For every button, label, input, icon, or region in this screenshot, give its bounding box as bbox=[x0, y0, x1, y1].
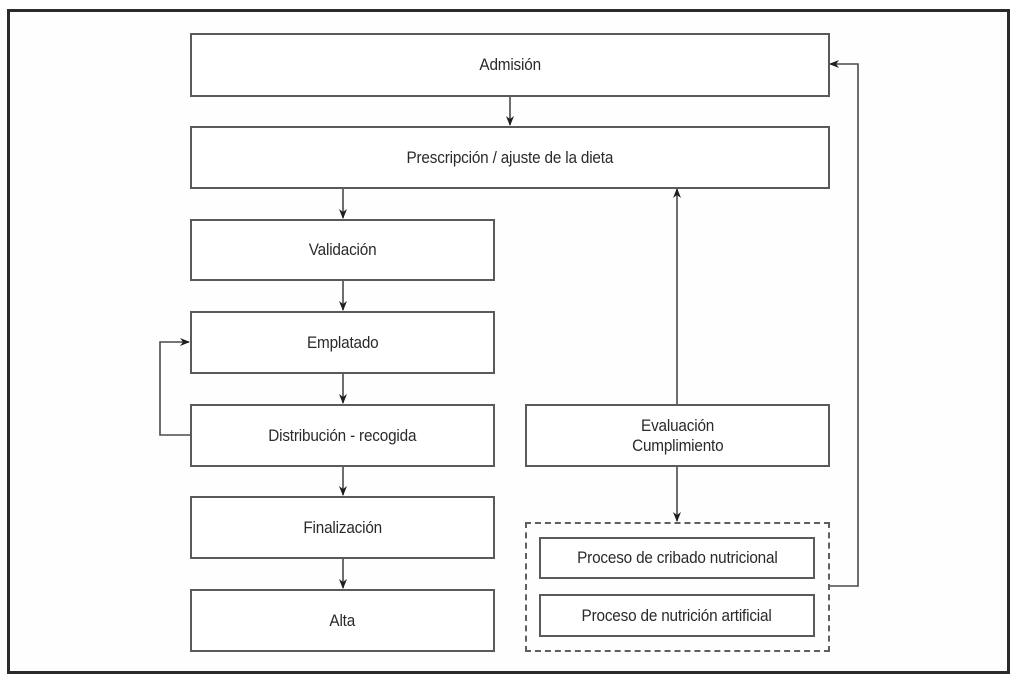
node-evaluacion: Evaluación Cumplimiento bbox=[525, 404, 830, 467]
node-prescripcion-label: Prescripción / ajuste de la dieta bbox=[406, 147, 614, 167]
node-emplatado-label: Emplatado bbox=[306, 332, 379, 352]
node-cribado-nutricional: Proceso de cribado nutricional bbox=[539, 537, 815, 579]
node-admision-label: Admisión bbox=[479, 55, 541, 74]
node-nutricion-artificial: Proceso de nutrición artificial bbox=[539, 594, 815, 637]
node-admision: Admisión bbox=[190, 33, 830, 97]
node-distribucion-label: Distribución - recogida bbox=[268, 425, 417, 445]
node-nutricion-artificial-label: Proceso de nutrición artificial bbox=[581, 605, 773, 625]
node-alta: Alta bbox=[190, 589, 495, 652]
node-emplatado: Emplatado bbox=[190, 311, 495, 374]
node-evaluacion-label-line1: Evaluación bbox=[640, 415, 715, 435]
node-validacion: Validación bbox=[190, 219, 495, 281]
node-prescripcion: Prescripción / ajuste de la dieta bbox=[190, 126, 830, 189]
node-evaluacion-label-line2: Cumplimiento bbox=[631, 435, 724, 455]
node-finalizacion-label: Finalización bbox=[303, 517, 382, 537]
node-cribado-label: Proceso de cribado nutricional bbox=[576, 548, 778, 567]
node-finalizacion: Finalización bbox=[190, 496, 495, 559]
node-alta-label: Alta bbox=[329, 610, 356, 630]
diagram-frame bbox=[7, 9, 1010, 674]
group-procesos-nutricionales bbox=[525, 522, 830, 652]
node-distribucion: Distribución - recogida bbox=[190, 404, 495, 467]
node-validacion-label: Validación bbox=[308, 240, 377, 259]
